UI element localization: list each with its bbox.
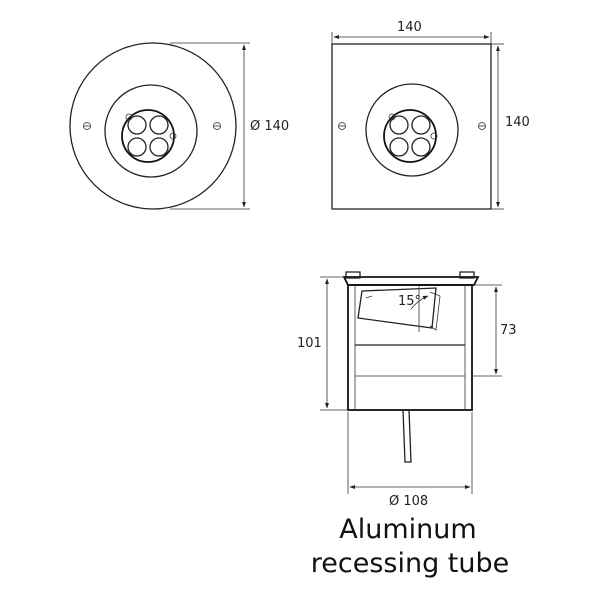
- tube-diameter-label: Ø 108: [389, 494, 428, 509]
- round-inner-ring: [104, 84, 198, 178]
- tube-height-dimension: 101: [297, 276, 348, 411]
- inner-depth-dimension: 73: [472, 284, 517, 377]
- led-2-icon: [149, 115, 169, 135]
- tube-flange: [342, 276, 480, 286]
- led-1-icon: [127, 115, 147, 135]
- led-2-icon: [411, 115, 431, 135]
- square-plate: [331, 43, 492, 210]
- led-1-icon: [389, 115, 409, 135]
- lens-screw-icon: [125, 113, 133, 121]
- plate-screw-icon: [478, 122, 486, 130]
- tilt-angle-label: 15°: [398, 294, 421, 309]
- flange-screw-icon: [83, 122, 91, 130]
- round-fixture-view: [69, 42, 237, 210]
- tilted-lamp-module: [357, 286, 441, 332]
- lens-screw-icon: [169, 132, 177, 140]
- square-height-dimension: 140: [491, 43, 530, 210]
- round-diameter-dimension: Ø 140: [170, 42, 289, 210]
- led-3-icon: [127, 137, 147, 157]
- square-fixture-view: [331, 43, 492, 210]
- power-cable: [402, 409, 412, 463]
- lens-screw-icon: [388, 113, 396, 121]
- caption-line-2: recessing tube: [311, 548, 510, 579]
- square-height-label: 140: [505, 115, 530, 130]
- square-lens-ring: [383, 109, 437, 163]
- round-flange: [69, 42, 237, 210]
- led-4-icon: [149, 137, 169, 157]
- tube-body: [347, 284, 473, 411]
- flange-screw-icon: [213, 122, 221, 130]
- caption-line-1: Aluminum: [339, 514, 476, 545]
- lens-screw-icon: [430, 132, 438, 140]
- round-lens-ring: [121, 109, 175, 163]
- square-inner-ring: [365, 83, 459, 177]
- led-3-icon: [389, 137, 409, 157]
- tube-height-label: 101: [297, 336, 322, 351]
- recessing-tube-view: 15°: [342, 271, 480, 463]
- plate-screw-icon: [338, 122, 346, 130]
- round-diameter-label: Ø 140: [250, 119, 289, 134]
- tube-diameter-dimension: Ø 108: [347, 412, 473, 509]
- led-4-icon: [411, 137, 431, 157]
- square-width-label: 140: [397, 20, 422, 35]
- square-width-dimension: 140: [331, 20, 492, 44]
- inner-depth-label: 73: [500, 323, 517, 338]
